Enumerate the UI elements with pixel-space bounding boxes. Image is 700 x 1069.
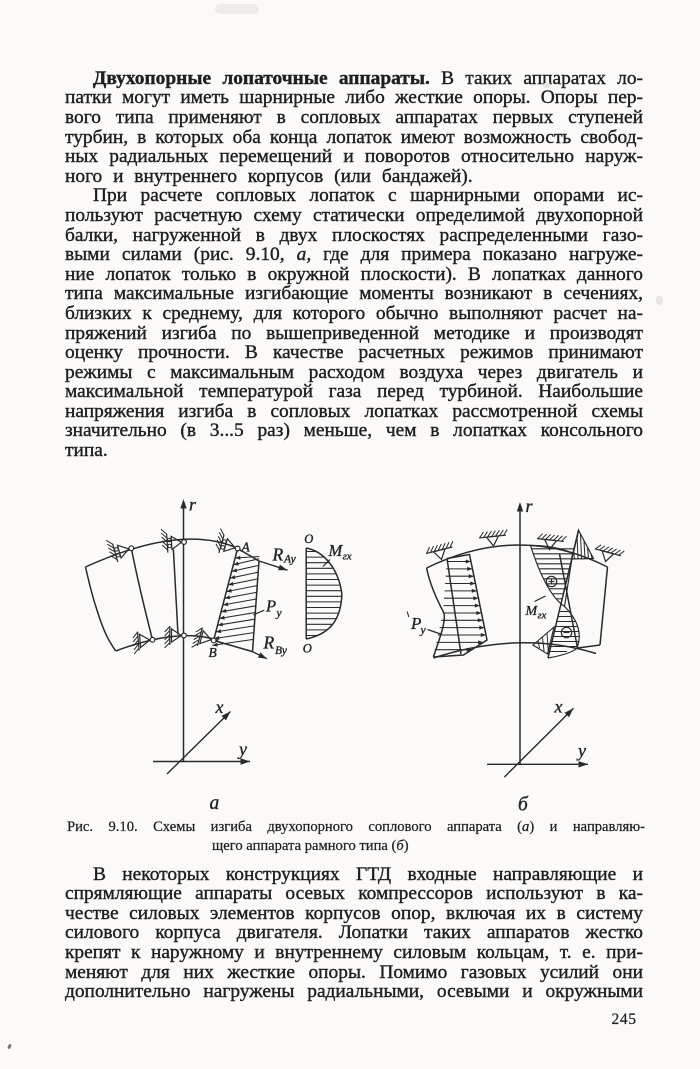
svg-text:r: r [526, 496, 534, 516]
svg-text:у: у [420, 625, 427, 637]
svg-text:r: r [189, 495, 197, 515]
svg-text:Ау: Ау [283, 554, 297, 566]
svg-text:R: R [263, 632, 275, 652]
svg-text:O: O [303, 642, 312, 656]
svg-text:R: R [272, 545, 284, 565]
svg-text:Ву: Ву [275, 645, 288, 657]
svg-text:гх: гх [538, 611, 547, 622]
svg-text:М: М [328, 541, 344, 560]
svg-text:P: P [410, 614, 421, 633]
svg-text:y: y [576, 741, 586, 761]
svg-text:x: x [554, 697, 563, 717]
svg-text:B: B [209, 645, 217, 660]
svg-text:O: O [304, 532, 313, 546]
svg-text:б: б [518, 795, 529, 816]
svg-text:а: а [210, 793, 220, 814]
svg-text:М: М [525, 604, 539, 619]
svg-text:P: P [265, 596, 276, 615]
svg-text:гх: гх [343, 551, 352, 563]
svg-text:y: y [237, 739, 247, 759]
svg-text:A: A [241, 540, 251, 555]
svg-text:у: у [276, 608, 283, 620]
svg-text:x: x [215, 697, 224, 717]
